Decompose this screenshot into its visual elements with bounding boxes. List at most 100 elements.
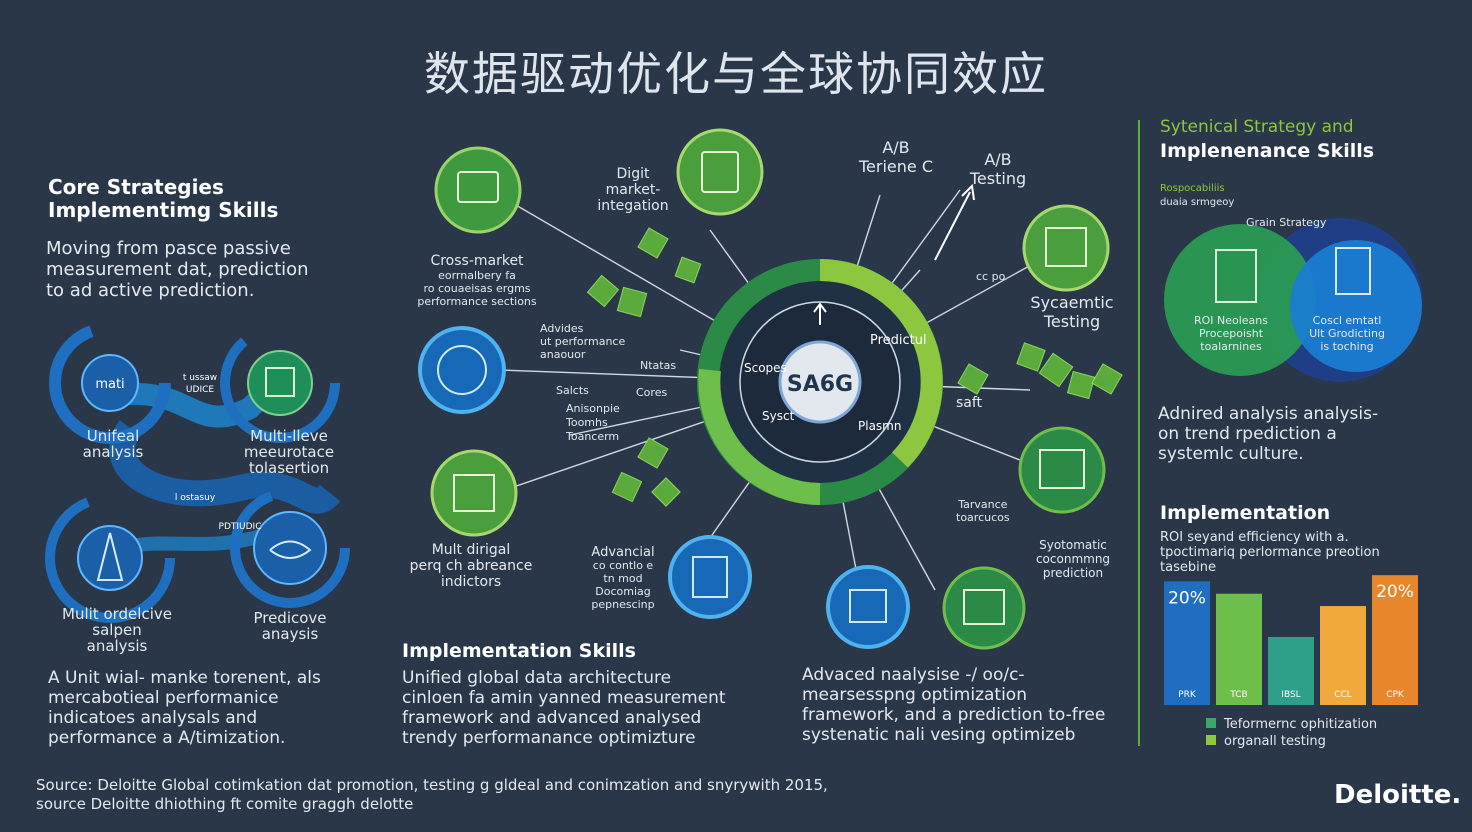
impl-col2-line-1: Advaced naalysise -/ oo/c- [802,665,1025,685]
hand-icon [269,540,312,559]
chart-icon [265,367,295,397]
left-intro: Moving from pasce passive measurement da… [46,238,309,301]
bar-category-label: CCL [1334,690,1352,700]
label-systemic-testing-line-2: Testing [1043,312,1101,331]
hub-ring-mid-arc [698,368,821,505]
label-advanced-ctrl-line-1: Advancial [591,545,655,560]
hub-center [778,340,862,424]
impl-col1-line-3: framework and advanced analysed [402,708,702,728]
legend-item-1: Teformernc ophitization [1206,716,1377,733]
label-ab-test-c: A/B Teriene C [856,138,936,176]
hub-ring-light-arc [819,259,943,468]
source-line-1: Source: Deloitte Global cotimkation dat … [36,776,828,794]
left-footer-line-4: performance a A/timization. [48,728,286,748]
node-predicove-label: Predicove anaysis [230,610,350,642]
node-multi-level-line-1: Multi-lleve [250,427,328,445]
chart-legend: Teformernc ophitization organall testing [1206,716,1377,750]
legend-label-1: Teformernc ophitization [1224,717,1378,732]
bar-ibsl [1268,637,1314,705]
label-systemic-testing: Sycaemtic Testing [1022,293,1122,331]
node-predicove-circle [253,511,327,585]
label-systematic-prediction-line-2: coconmmng [1035,552,1111,566]
ribbon-label-4: PDTIUDIC [219,522,262,532]
node-unified-badge: mati [95,377,124,392]
node-multi-level-circle [247,350,313,416]
node-unified-label: Unifeal analysis [58,428,168,460]
left-flow-diagram: mati t ussaw UDICE l ostasuy PDTIUDIC [45,322,350,623]
impl-skills-col1: Unified global data architecture cinloen… [402,668,726,748]
label-cross-market-line-2: eorrnalbery fa [438,269,516,282]
ring-label-3: Sysct [762,409,795,423]
green-node-right [1018,426,1106,514]
label-multi-digital: Mult dirigal perq ch abreance indictors [396,542,546,590]
bar-value-label: 20% [1376,582,1414,602]
right-heading-green: Sytenical Strategy and [1160,117,1354,137]
legend-item-2: organall testing [1206,733,1377,750]
label-tarvance-line-2: toarcucos [956,511,1010,524]
node-multi-level-label: Multi-lleve meeurotace tolasertion [224,428,354,476]
left-heading-line-1: Core Strategies [48,175,224,199]
ribbon-middle [109,420,341,514]
green-node-top-right [1022,204,1110,292]
venn-diagram [1164,218,1422,382]
label-digital-market: Digit market- integation [578,166,688,214]
label-digital-market-line-3: integation [597,198,669,214]
lab-icon [1045,227,1087,267]
node-predicove-line-2: anaysis [261,625,319,643]
ring-label-4: Plasmn [858,419,901,433]
cube-cluster-right [957,342,1123,400]
label-cross-market-line-1: Cross-market [430,253,524,269]
dashboard-icon [963,589,1005,625]
impl-col2-line-4: systenatic nali vesing optimizeb [802,725,1076,745]
bar-tcb [1216,593,1262,705]
impl-col1-line-1: Unified global data architecture [402,668,672,688]
venn-right-line-2: Ult Grodicting [1309,327,1385,340]
venn-left-line-2: Procepoisht [1198,327,1264,340]
label-ab-test-c-line-2: Teriene C [858,157,933,176]
bar-category-label: IBSL [1281,690,1300,700]
right-divider [1138,120,1140,746]
blue-node-left [418,326,506,414]
node-predictive-ring [45,493,175,623]
ring-label-1: Predictul [870,333,927,348]
right-impl-heading: Implementation [1160,502,1331,524]
right-impl-text: ROI seyand efficiency with a. tpoctimari… [1160,530,1380,575]
label-advanced-ctrl-line-4: Docomiag [595,585,651,598]
label-ab-test-c-line-1: A/B [882,138,910,157]
label-digital-market-line-1: Digit [616,166,650,182]
green-node-top [676,128,764,216]
label-advanced-ctrl: Advancial co contlo e tn mod Docomiag pe… [568,546,678,611]
left-intro-line-2: measurement dat, prediction [46,259,309,280]
legend-swatch-2 [1206,735,1216,745]
right-analysis-line-2: on trend rpediction a [1158,424,1337,444]
impl-skills-col2: Advaced naalysise -/ oo/c- mearsesspng o… [802,665,1105,745]
venn-left-line-3: toalarnines [1200,340,1262,353]
label-advanced-ctrl-line-2: co contlo e [592,559,654,572]
node-predictive-line-3: analysis [86,637,148,655]
impl-col2-line-2: mearsesspng optimization [802,685,1027,705]
mid-label-1: Ntatas [640,359,677,372]
sentence-label-1: Anisonpie [566,402,620,415]
label-advanced-performance-line-2: ut performance [540,335,626,348]
label-ab-testing-line-2: Testing [969,169,1027,188]
label-systematic-prediction: Syotomatic coconmmng prediction [1028,538,1118,580]
label-multi-digital-line-2: perq ch abreance [409,558,533,574]
green-node-top-left [434,146,522,234]
document-icon [692,556,728,598]
left-intro-line-1: Moving from pasce passive [46,238,291,259]
impl-col1-line-2: cinloen fa amin yanned measurement [402,688,726,708]
node-predictive-label: Mulit ordelcive salpen analysis [52,606,182,654]
label-cc-po: cc po [976,270,1006,283]
center-hub-diagram: SA6G Predictul Scopes Sysct Plasmn [418,128,1123,650]
arrow-up-right-icon [934,183,975,261]
ring-label-2: Scopes [744,361,787,375]
label-multi-digital-line-1: Mult dirigal [431,542,511,558]
right-analysis-line-3: systemlc culture. [1158,444,1304,464]
venn-top-label-2: duaia srmgeoy [1160,197,1235,208]
up-arrow-icon [813,302,827,325]
deloitte-logo: Deloitte. [1334,780,1462,810]
left-footer-line-1: A Unit wial- manke torenent, als [48,668,321,688]
sentence-label-3: Toancerm [566,430,620,443]
label-advanced-performance-line-1: Advides [540,322,584,335]
